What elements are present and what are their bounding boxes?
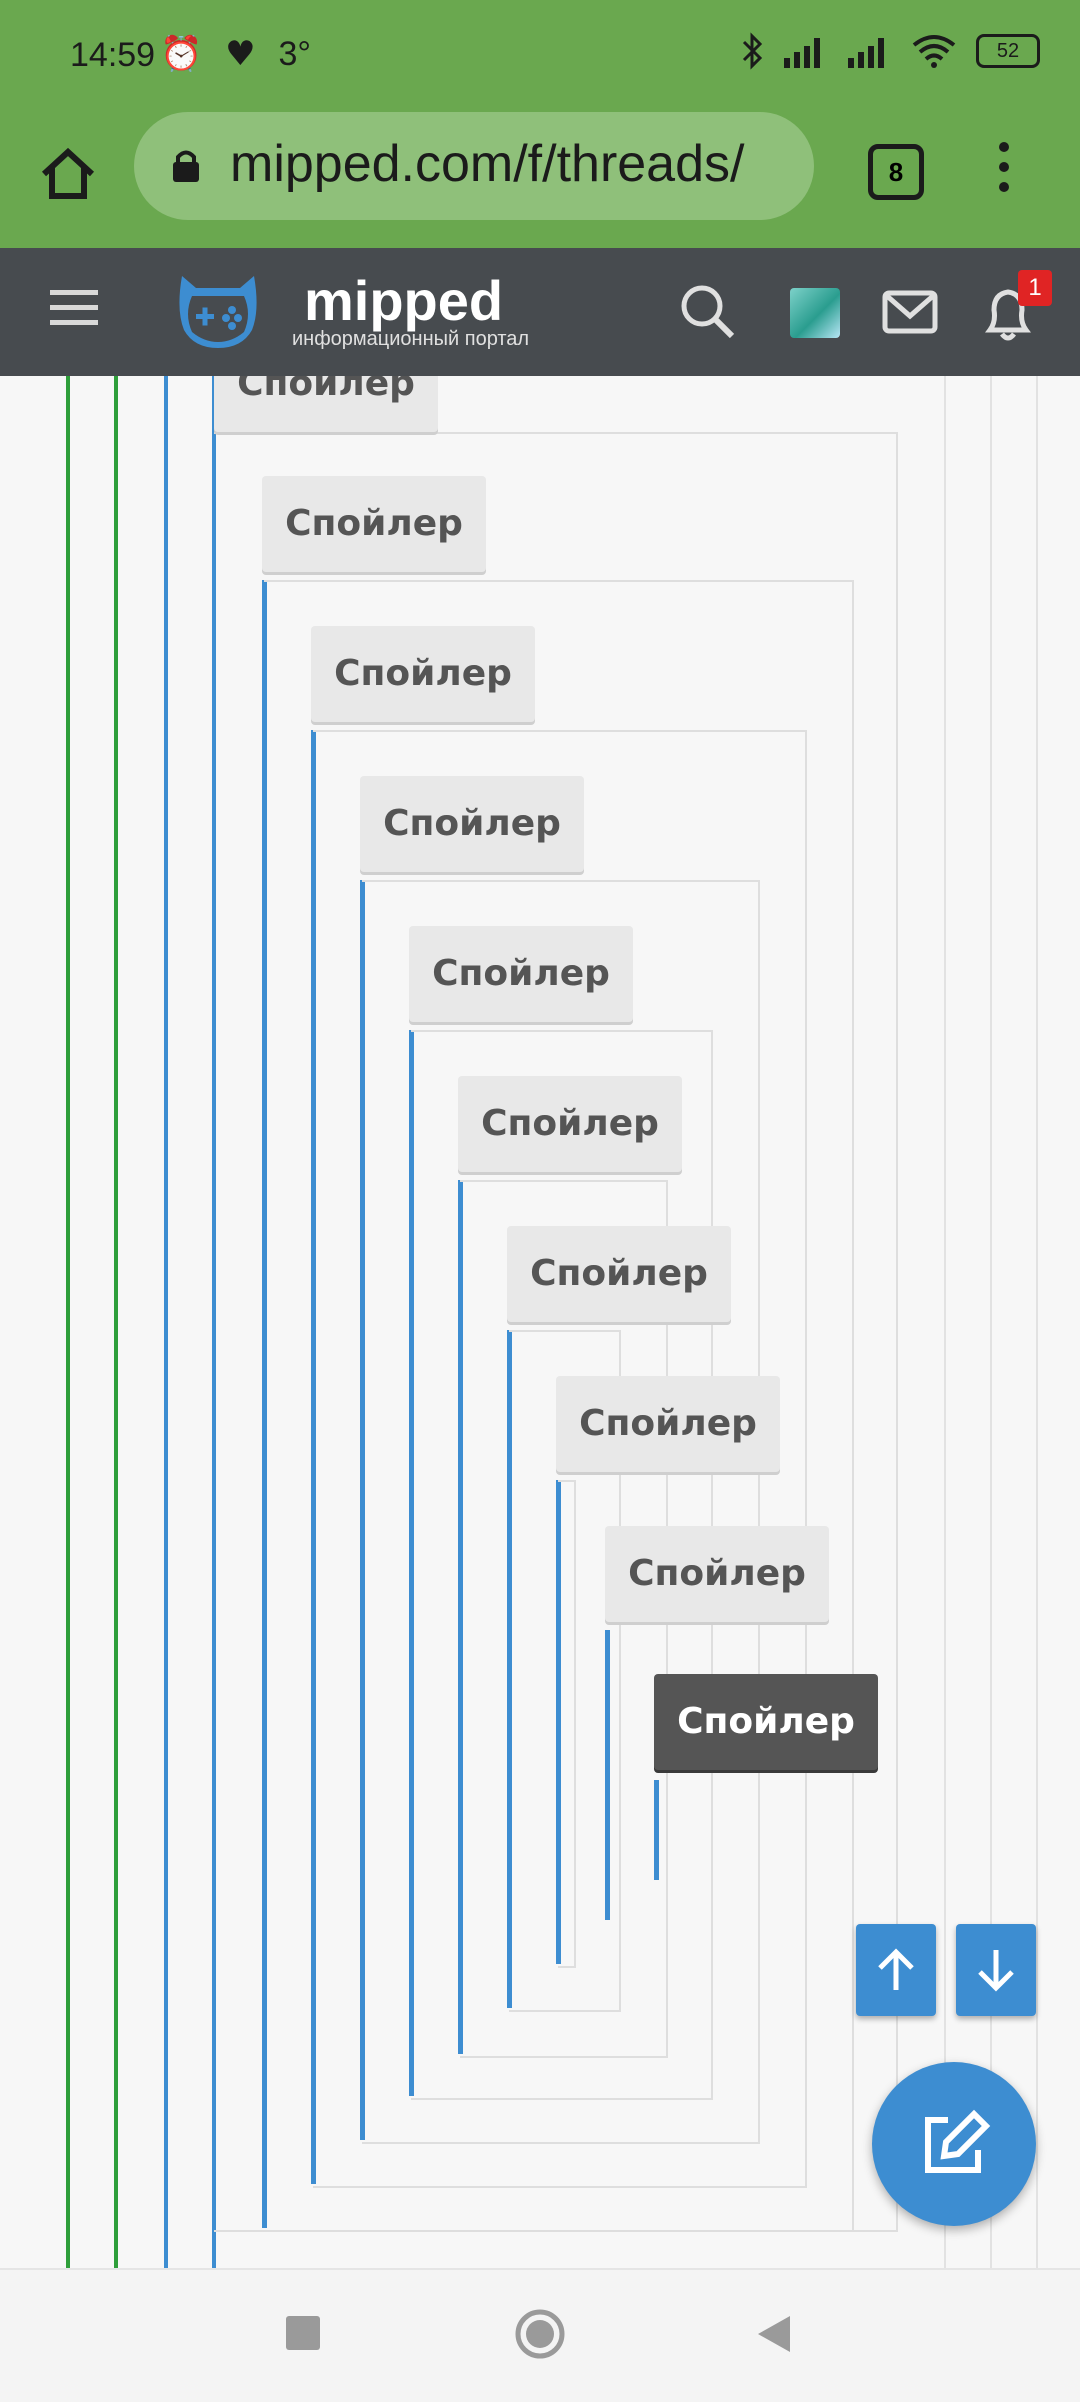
quote-line	[164, 376, 168, 2268]
spoiler-bar	[556, 1480, 561, 1964]
border-line	[1036, 376, 1038, 2268]
status-right-icons: 52	[740, 32, 1040, 70]
spoiler-button[interactable]: Спойлер	[556, 1376, 780, 1472]
scroll-down-button[interactable]	[956, 1924, 1036, 2016]
recent-apps-button[interactable]	[286, 2316, 320, 2350]
spoiler-button[interactable]: Спойлер	[214, 376, 438, 432]
spoiler-content	[558, 1480, 576, 1968]
spoiler-content	[264, 580, 854, 2232]
border-line	[944, 376, 946, 2268]
status-time: 14:59	[70, 36, 156, 74]
spoiler-bar	[458, 1180, 463, 2054]
edit-icon	[925, 2109, 991, 2173]
spoiler-button-active[interactable]: Спойлер	[654, 1674, 878, 1770]
spoiler-button[interactable]: Спойлер	[605, 1526, 829, 1622]
status-bar: 14:59 ⏰ ♥ 3° 52	[0, 0, 1080, 112]
spoiler-content	[509, 1330, 621, 2012]
spoiler-bar	[654, 1780, 659, 1880]
url-text: mipped.com/f/threads/	[230, 135, 745, 193]
heart-rate-icon: ♥	[225, 34, 256, 74]
user-avatar[interactable]	[790, 288, 840, 338]
signal-icon	[784, 38, 820, 68]
status-left-icons: ⏰ ♥ 3°	[160, 34, 323, 74]
mail-icon[interactable]	[882, 290, 938, 334]
alarm-icon: ⏰	[160, 34, 203, 74]
compose-button[interactable]	[872, 2062, 1036, 2226]
quote-line	[114, 376, 118, 2268]
quote-line	[66, 376, 70, 2268]
bluetooth-icon	[742, 32, 763, 70]
browser-menu-icon[interactable]	[994, 142, 1014, 202]
spoiler-button[interactable]: Спойлер	[409, 926, 633, 1022]
logo-gamepad-icon[interactable]	[172, 270, 264, 352]
back-nav-button[interactable]	[756, 2314, 792, 2354]
wifi-icon	[912, 35, 956, 68]
spoiler-bar	[507, 1330, 512, 2008]
post-content: Спойлер Спойлер Спойлер Спойлер Спойлер …	[0, 376, 1080, 2268]
system-nav-bar	[0, 2268, 1080, 2402]
signal-icon-2	[848, 38, 884, 68]
notifications-bell-icon[interactable]	[980, 284, 1036, 344]
logo-subtitle: информационный портал	[292, 328, 530, 350]
address-bar[interactable]: mipped.com/f/threads/	[134, 112, 814, 220]
search-icon[interactable]	[678, 282, 738, 342]
site-header: mipped информационный портал 1	[0, 248, 1080, 376]
arrow-up-icon	[878, 1948, 914, 1990]
status-temperature: 3°	[278, 35, 311, 73]
spoiler-content	[313, 730, 807, 2188]
scroll-up-button[interactable]	[856, 1924, 936, 2016]
home-icon[interactable]	[36, 142, 100, 206]
spoiler-bar	[262, 580, 267, 2228]
notification-badge: 1	[1018, 270, 1052, 306]
lock-icon	[173, 150, 199, 182]
spoiler-button[interactable]: Спойлер	[311, 626, 535, 722]
browser-toolbar: mipped.com/f/threads/ 8	[0, 112, 1080, 248]
spoiler-button[interactable]: Спойлер	[458, 1076, 682, 1172]
spoiler-bar	[311, 730, 316, 2184]
logo-text[interactable]: mipped	[304, 269, 504, 332]
battery-indicator: 52	[976, 34, 1040, 68]
arrow-down-icon	[978, 1950, 1014, 1992]
spoiler-button[interactable]: Спойлер	[507, 1226, 731, 1322]
tabs-button[interactable]: 8	[868, 144, 924, 200]
spoiler-bar	[360, 880, 365, 2140]
hamburger-menu-icon[interactable]	[50, 290, 98, 335]
spoiler-button[interactable]: Спойлер	[360, 776, 584, 872]
border-line	[990, 376, 992, 2268]
spoiler-bar	[409, 1030, 414, 2096]
quote-line	[212, 376, 216, 2268]
home-nav-button[interactable]	[514, 2308, 566, 2360]
spoiler-button[interactable]: Спойлер	[262, 476, 486, 572]
spoiler-bar	[605, 1630, 610, 1920]
spoiler-content	[362, 880, 760, 2144]
